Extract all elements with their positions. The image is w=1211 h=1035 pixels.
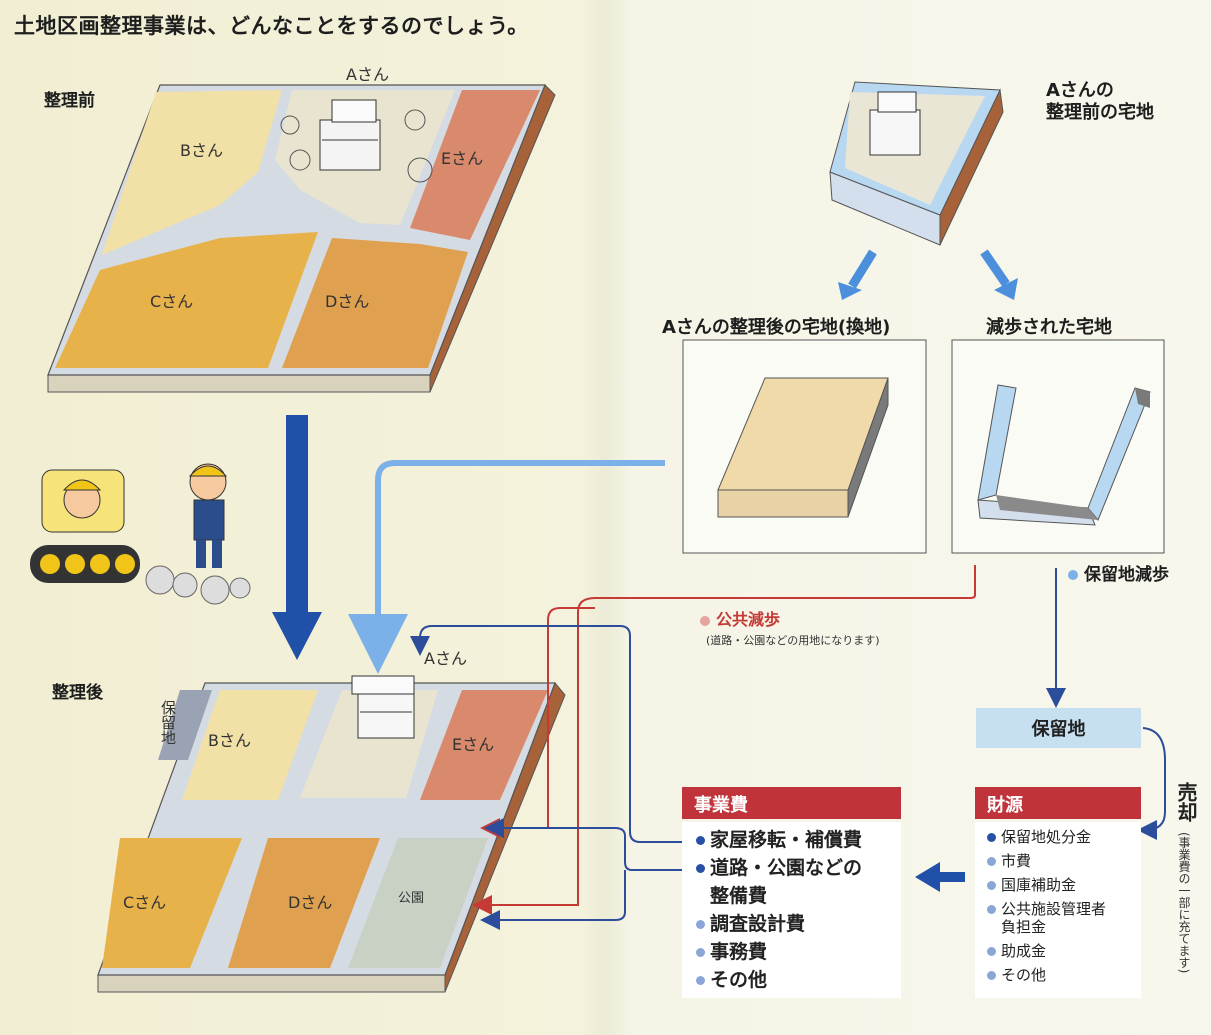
sale-label: 売却	[1174, 782, 1198, 822]
bullet-icon	[1068, 570, 1078, 580]
after-label: 整理後	[52, 683, 103, 703]
replot-block	[717, 377, 889, 518]
funding-item: 市費	[987, 849, 1129, 873]
bullet-icon	[696, 920, 705, 929]
after-owner-a: Aさん	[424, 649, 467, 668]
cost-item: 家屋移転・補償費	[696, 826, 887, 854]
reserve-land-box: 保留地	[976, 708, 1141, 748]
reserve-reduction-text: 保留地減歩	[1084, 565, 1169, 585]
process-arrow-icon	[272, 415, 322, 660]
bullet-icon	[987, 857, 996, 866]
funding-header: 財源	[975, 787, 1141, 819]
cost-item: 道路・公園などの	[696, 854, 887, 882]
after-parcel-e	[420, 690, 548, 800]
bullet-icon	[987, 947, 996, 956]
page-title: 土地区画整理事業は、どんなことをするのでしょう。	[14, 14, 529, 38]
bullet-icon	[696, 976, 705, 985]
bullet-icon	[987, 905, 996, 914]
project-costs-list: 家屋移転・補償費 道路・公園などの 整備費 調査設計費 事務費 その他	[682, 822, 901, 998]
flow-sale	[1137, 727, 1166, 840]
funding-item: 公共施設管理者	[987, 897, 1129, 918]
bullet-icon	[700, 615, 710, 626]
after-owner-d: Dさん	[288, 893, 333, 912]
park-label: 公園	[398, 891, 425, 906]
reserve-reduction-label: 保留地減歩	[1068, 560, 1169, 585]
cost-item: 調査設計費	[696, 910, 887, 938]
public-reduction-label: 公共減歩	[700, 606, 780, 630]
before-owner-b: Bさん	[180, 141, 223, 160]
before-land-map	[47, 84, 556, 393]
house-icon	[280, 99, 433, 183]
cost-item: その他	[696, 966, 887, 994]
a-before-plot	[829, 81, 1004, 246]
before-parcel-b	[102, 90, 282, 255]
public-reduction-text: 公共減歩	[716, 610, 781, 629]
after-reserve-land-label: 保留地	[159, 700, 177, 745]
after-owner-c: Cさん	[123, 893, 167, 912]
sale-note: (事業費の一部に充てます)	[1177, 832, 1191, 974]
bullet-icon	[987, 971, 996, 980]
funding-list: 保留地処分金 市費 国庫補助金 公共施設管理者 負担金 助成金 その他	[975, 822, 1141, 998]
bullet-icon	[987, 881, 996, 890]
house-icon	[351, 675, 415, 739]
funding-item-continued: 負担金	[1001, 918, 1047, 936]
after-parcel-c	[102, 838, 242, 968]
flow-costs-to-a	[410, 625, 706, 843]
after-parcel-b	[182, 690, 318, 800]
flow-replot-to-a	[348, 460, 665, 674]
funding-item: 国庫補助金	[987, 873, 1129, 897]
before-owner-a: Aさん	[346, 65, 389, 84]
after-land-map	[97, 675, 566, 993]
bulldozer-illustration	[30, 469, 251, 605]
after-owner-b: Bさん	[208, 731, 251, 750]
bullet-icon	[696, 864, 705, 873]
flow-public-reduction-2	[480, 607, 595, 838]
reduced-title: 減歩された宅地	[986, 317, 1112, 338]
worker-illustration	[188, 463, 228, 568]
funds-to-costs-arrow	[915, 862, 965, 892]
before-owner-c: Cさん	[150, 292, 194, 311]
bullet-icon	[696, 836, 705, 845]
cost-item-continued: 整備費	[710, 885, 768, 907]
a-before-caption: Aさんの 整理前の宅地	[1046, 80, 1154, 123]
funding-item: 保留地処分金	[987, 825, 1129, 849]
project-costs-header: 事業費	[682, 787, 901, 819]
after-replot-title: Aさんの整理後の宅地(換地)	[662, 317, 891, 338]
after-parcel-d	[228, 838, 380, 968]
before-parcel-e	[410, 90, 540, 240]
reduced-block	[977, 384, 1151, 526]
before-owner-e: Eさん	[441, 149, 484, 168]
funding-item: 助成金	[987, 939, 1129, 963]
before-owner-d: Dさん	[325, 292, 370, 311]
after-reserve-parcel	[158, 690, 212, 760]
before-label: 整理前	[44, 91, 95, 111]
bullet-icon	[696, 948, 705, 957]
before-parcel-c	[55, 232, 318, 368]
flow-costs-to-road	[484, 818, 706, 871]
flow-costs-to-park	[480, 870, 626, 930]
after-park	[348, 838, 488, 968]
bullet-icon	[987, 833, 996, 842]
before-parcel-d	[282, 238, 468, 368]
split-arrows	[838, 249, 1018, 300]
cost-item: 事務費	[696, 938, 887, 966]
after-owner-e: Eさん	[452, 735, 495, 754]
funding-item: その他	[987, 963, 1129, 987]
public-reduction-note: (道路・公園などの用地になります)	[706, 634, 880, 647]
